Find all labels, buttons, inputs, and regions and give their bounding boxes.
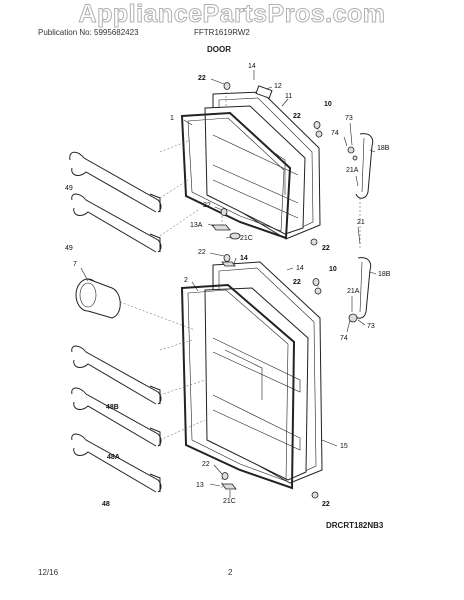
watermark: AppliancePartsPros.com xyxy=(78,0,386,29)
publication-number: Publication No: 5995682423 xyxy=(38,28,139,37)
screw-10-top xyxy=(313,121,321,129)
hinge-13 xyxy=(221,483,237,490)
callout-1: 1 xyxy=(170,115,174,122)
freezer-handle xyxy=(355,133,374,199)
callout-14-mid: 14 xyxy=(240,255,248,262)
hinge-13a xyxy=(211,224,231,231)
callout-49-lower: 49 xyxy=(65,245,73,252)
screw-22-side xyxy=(315,130,323,138)
section-title: DOOR xyxy=(207,45,231,54)
screw-22-bottom-hinge xyxy=(221,472,229,480)
callout-49-upper: 49 xyxy=(65,185,73,192)
screw-22-top xyxy=(223,82,231,90)
callout-22-mid: 22 xyxy=(198,249,206,256)
callout-74-lower: 74 xyxy=(340,335,348,342)
callout-21c-upper: 21C xyxy=(240,235,253,242)
footer-date: 12/16 xyxy=(38,568,59,577)
bushing-21c xyxy=(229,232,241,240)
callout-leaders xyxy=(80,70,377,498)
screw-22-bottom xyxy=(311,491,319,499)
callout-21a-top: 21A xyxy=(346,167,359,174)
callout-15: 15 xyxy=(340,443,348,450)
callout-18b-lower: 18B xyxy=(378,271,391,278)
screw-22-mid xyxy=(223,254,231,262)
callout-21c-lower: 21C xyxy=(223,498,236,505)
callout-10-mid: 10 xyxy=(329,266,337,273)
callout-22-top: 22 xyxy=(198,75,206,82)
freezer-shelf-lower xyxy=(71,193,162,253)
door-bin-48b xyxy=(71,345,162,405)
callout-48a: 48A xyxy=(107,454,120,461)
hinge-14 xyxy=(221,261,236,267)
callout-13: 13 xyxy=(196,482,204,489)
callout-14-top: 14 xyxy=(248,63,256,70)
screw-22-mid-side xyxy=(314,287,322,295)
callout-22-hinge: 22 xyxy=(203,202,211,209)
callout-13a: 13A xyxy=(190,222,203,229)
callout-2: 2 xyxy=(184,277,188,284)
callout-22-bottom: 22 xyxy=(322,501,330,508)
callout-74-top: 74 xyxy=(331,130,339,137)
page-number: 2 xyxy=(228,568,233,577)
diagram-code: DRCRT182NB3 xyxy=(326,521,384,530)
dairy-bin xyxy=(75,278,121,319)
freezer-door-liner xyxy=(204,105,306,235)
callout-48b: 48B xyxy=(106,404,119,411)
fresh-food-handle xyxy=(353,257,372,319)
callout-10-top: 10 xyxy=(324,101,332,108)
handle-screw-upper xyxy=(347,146,355,154)
handle-screw-lower xyxy=(352,155,358,161)
model-number: FFTR1619RW2 xyxy=(194,28,250,37)
callout-7: 7 xyxy=(73,261,77,268)
callout-21a-lower: 21A xyxy=(347,288,360,295)
callout-73-lower: 73 xyxy=(367,323,375,330)
handle-screw-73 xyxy=(348,313,358,323)
fresh-food-gasket xyxy=(180,283,296,490)
door-bin-48a xyxy=(71,387,162,447)
callout-14-right: 14 xyxy=(296,265,304,272)
callout-22-bottom-hinge: 22 xyxy=(202,461,210,468)
callout-11: 11 xyxy=(285,93,292,100)
hinge-cover xyxy=(255,85,273,99)
screw-22-hinge xyxy=(220,208,228,216)
callout-12: 12 xyxy=(274,83,282,90)
callout-21: 21 xyxy=(357,219,365,226)
callout-22-mid-side: 22 xyxy=(293,279,301,286)
freezer-shelf-upper xyxy=(69,151,162,213)
callout-18b-top: 18B xyxy=(377,145,390,152)
freezer-gasket xyxy=(180,111,292,240)
callout-22-lower: 22 xyxy=(322,245,330,252)
callout-48: 48 xyxy=(102,501,110,508)
fresh-food-door-liner xyxy=(204,287,309,481)
callout-73-top: 73 xyxy=(345,115,353,122)
callout-22-side: 22 xyxy=(293,113,301,120)
screw-22-lower xyxy=(310,238,318,246)
screw-10-mid xyxy=(312,278,320,286)
door-bin-48 xyxy=(71,433,162,493)
